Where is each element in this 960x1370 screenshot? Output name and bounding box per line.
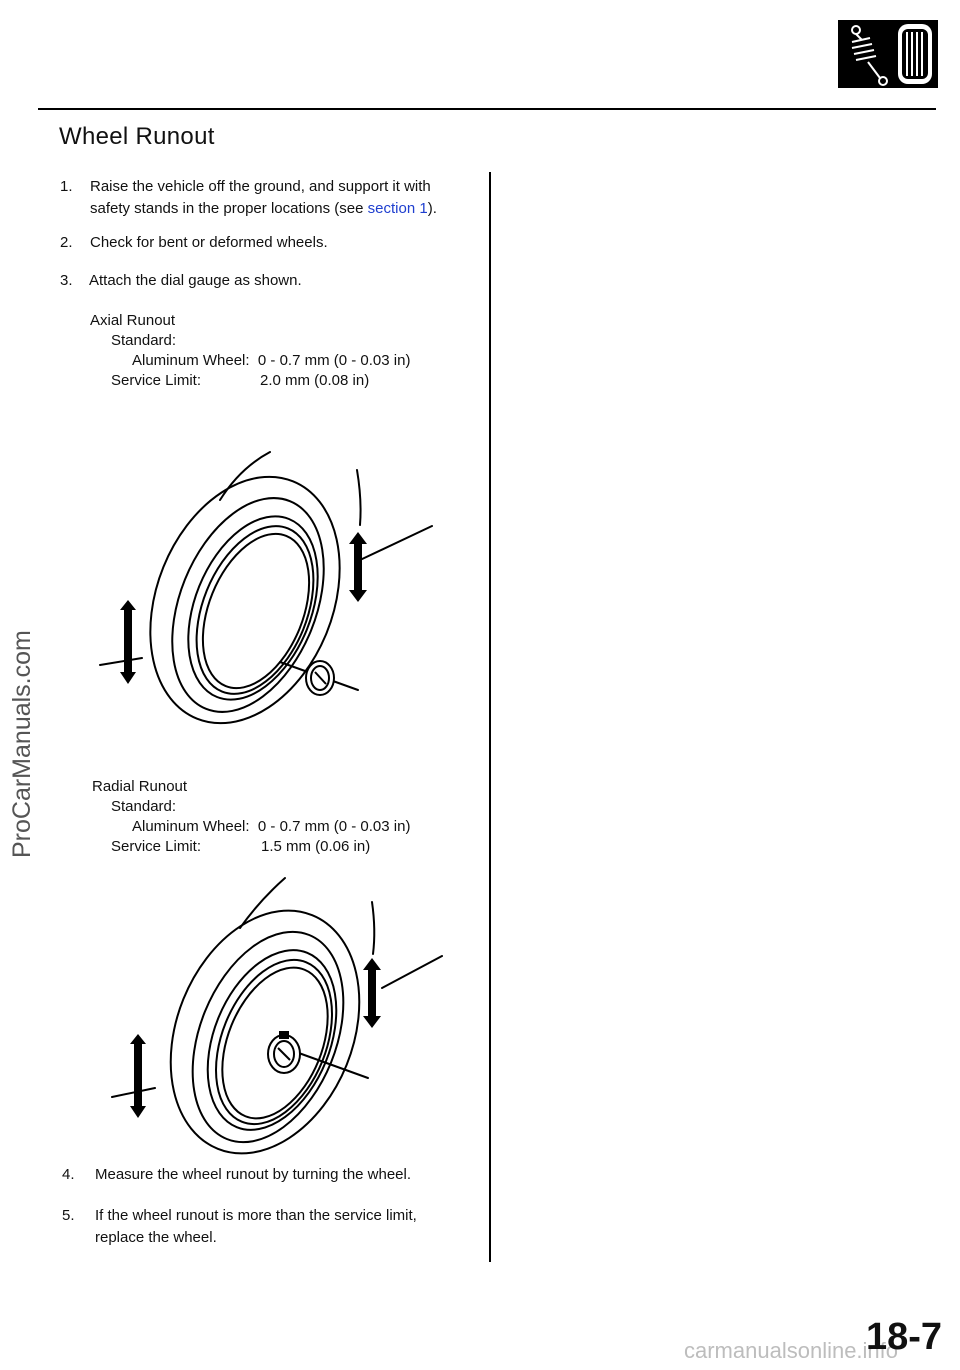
step-text-line-2: replace the wheel.: [95, 1229, 217, 1246]
step-number: 5.: [62, 1207, 75, 1224]
footer-site: carmanualsonline.info: [684, 1338, 899, 1363]
axial-runout-spec: Axial Runout Standard: Aluminum Wheel: 0…: [90, 311, 480, 391]
column-divider: [489, 172, 491, 1262]
step-4: 4. Measure the wheel runout by turning t…: [62, 1164, 482, 1186]
step-5: 5. If the wheel runout is more than the …: [62, 1205, 482, 1249]
step-text: safety stands in the proper locations (s…: [90, 200, 368, 217]
spec-wheel-value: 0 - 0.7 mm (0 - 0.03 in): [257, 352, 411, 369]
section-link[interactable]: section 1: [367, 200, 428, 217]
spec-wheel-label: Aluminum Wheel:: [132, 352, 250, 369]
spec-standard-label: Standard:: [111, 798, 177, 815]
watermark: ProCarManuals.com: [8, 630, 36, 858]
spec-heading: Axial Runout: [90, 312, 176, 329]
page-title: Wheel Runout: [59, 123, 215, 150]
radial-runout-spec: Radial Runout Standard: Aluminum Wheel: …: [92, 777, 482, 857]
step-number: 4.: [62, 1166, 75, 1183]
step-1: 1. Raise the vehicle off the ground, and…: [60, 176, 480, 220]
step-text-line-1: Raise the vehicle off the ground, and su…: [90, 178, 431, 195]
spec-limit-row: Service Limit: 2.0 mm (0.08 in): [111, 371, 480, 391]
step-number: 1.: [60, 178, 73, 195]
spec-limit-label: Service Limit:: [111, 372, 202, 389]
suspension-wheel-icon: [838, 20, 938, 88]
page-number: 18-7: [866, 1316, 943, 1358]
spec-limit-label: Service Limit:: [111, 838, 202, 855]
spec-standard-label: Standard:: [111, 332, 177, 349]
step-3: 3. Attach the dial gauge as shown.: [60, 270, 480, 292]
step-text: Attach the dial gauge as shown.: [89, 272, 302, 289]
step-text-line-2: safety stands in the proper locations (s…: [90, 198, 480, 220]
spec-wheel-label: Aluminum Wheel:: [132, 818, 250, 835]
spec-wheel-row: Aluminum Wheel: 0 - 0.7 mm (0 - 0.03 in): [132, 817, 482, 837]
spec-limit-row: Service Limit: 1.5 mm (0.06 in): [111, 837, 482, 857]
step-2: 2. Check for bent or deformed wheels.: [60, 232, 480, 254]
step-text-line-1: If the wheel runout is more than the ser…: [95, 1207, 417, 1224]
spec-heading: Radial Runout: [92, 778, 188, 795]
step-text: Measure the wheel runout by turning the …: [95, 1166, 412, 1183]
step-text: Check for bent or deformed wheels.: [90, 234, 328, 251]
spec-wheel-row: Aluminum Wheel: 0 - 0.7 mm (0 - 0.03 in): [132, 351, 480, 371]
radial-runout-illustration: [111, 877, 443, 1155]
spec-wheel-value: 0 - 0.7 mm (0 - 0.03 in): [257, 818, 411, 835]
header-rule: [38, 108, 936, 110]
spec-limit-value: 1.5 mm (0.06 in): [261, 838, 371, 855]
axial-runout-illustration: [99, 451, 433, 725]
spec-limit-value: 2.0 mm (0.08 in): [260, 372, 370, 389]
step-number: 2.: [60, 234, 73, 251]
step-text: ).: [427, 200, 437, 217]
step-number: 3.: [60, 272, 73, 289]
